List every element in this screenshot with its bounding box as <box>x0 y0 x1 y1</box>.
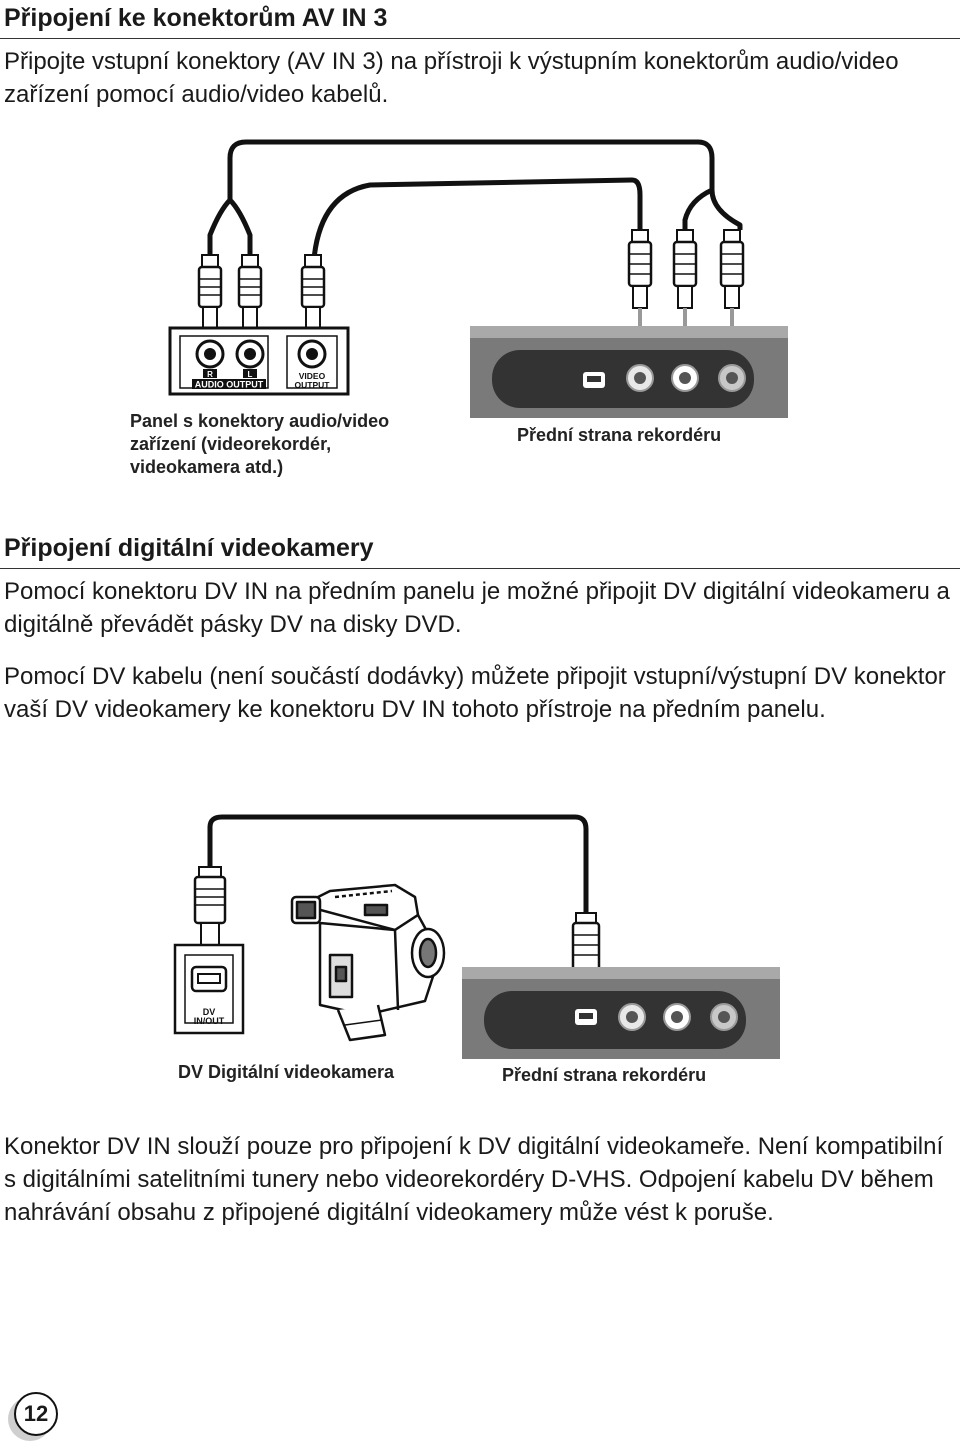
dv-in-port-icon <box>575 1009 597 1025</box>
label-dv-in-out: IN/OUT <box>194 1016 225 1026</box>
av-device-panel: R L AUDIO OUTPUT VIDEO OUTPUT <box>168 326 350 396</box>
rca-jack-2 <box>671 364 699 392</box>
rca-jack-1 <box>626 364 654 392</box>
label-dv: DV <box>203 1007 216 1017</box>
dv-note: Konektor DV IN slouží pouze pro připojen… <box>4 1133 944 1226</box>
dv-connection-diagram: DV IN/OUT <box>173 814 780 1059</box>
section-title-av-in: Připojení ke konektorům AV IN 3 <box>4 4 388 32</box>
dv-cable <box>207 814 589 917</box>
recorder-front-panel-dv <box>462 967 780 1059</box>
section1-body: Připojte vstupní konektory (AV IN 3) na … <box>4 48 899 108</box>
section2-para2: Pomocí DV kabelu (není součástí dodávky)… <box>4 663 946 723</box>
label-video-output-line2: OUTPUT <box>295 380 331 390</box>
section2-para1: Pomocí konektoru DV IN na předním panelu… <box>4 578 950 638</box>
label-l: L <box>248 370 253 379</box>
av-plugs-right <box>627 229 745 340</box>
audio-jack-r <box>195 339 225 369</box>
dv-plug-left <box>193 866 227 946</box>
av-connection-diagram: R L AUDIO OUTPUT VIDEO OUTPUT <box>168 139 788 418</box>
caption-dv-camcorder: DV Digitální videokamera <box>178 1062 395 1082</box>
recorder-front-panel <box>470 326 788 418</box>
camcorder-dv-port-box: DV IN/OUT <box>173 943 245 1035</box>
page-number-badge: 12 <box>8 1392 58 1441</box>
rca-jack-2-dv <box>663 1003 691 1031</box>
caption-recorder-front-1: Přední strana rekordéru <box>517 425 722 445</box>
section-rule <box>0 38 960 39</box>
section-title-dv: Připojení digitální videokamery <box>4 534 374 562</box>
rca-jack-3-dv <box>710 1003 738 1031</box>
label-video-output-line1: VIDEO <box>299 371 326 381</box>
dv-port-icon <box>583 372 605 388</box>
dv-plug-right <box>571 912 601 1004</box>
page-number: 12 <box>23 1401 49 1426</box>
rca-jack-3 <box>718 364 746 392</box>
caption-av-device-panel: Panel s konektory audio/video zařízení (… <box>130 411 390 477</box>
video-jack <box>297 339 327 369</box>
audio-jack-l <box>235 339 265 369</box>
av-plugs-left <box>197 254 326 330</box>
label-audio-output: AUDIO OUTPUT <box>195 380 264 390</box>
caption-recorder-front-2: Přední strana rekordéru <box>502 1065 707 1085</box>
camcorder-illustration <box>290 883 446 1042</box>
label-r: R <box>207 370 213 379</box>
rca-jack-1-dv <box>618 1003 646 1031</box>
av-cables <box>207 139 743 283</box>
section-rule <box>0 568 960 569</box>
